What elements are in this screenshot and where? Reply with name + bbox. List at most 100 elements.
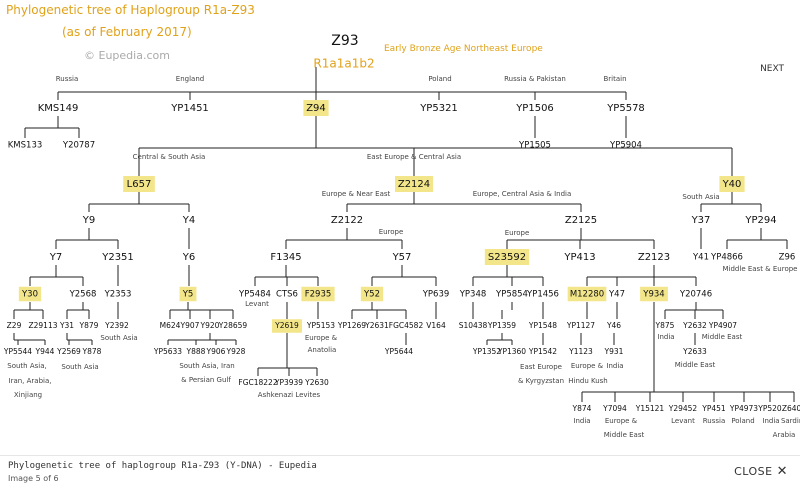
region-label: & Kyrgyzstan	[518, 377, 564, 385]
node-yp1456: YP1456	[526, 290, 559, 300]
region-label: India	[657, 333, 674, 341]
node-yp5854: YP5854	[495, 290, 528, 300]
copyright: © Eupedia.com	[84, 49, 170, 62]
region-label: Britain	[603, 75, 626, 83]
node-y30: Y30	[21, 290, 38, 300]
close-button[interactable]: CLOSE ✕	[734, 464, 788, 479]
node-yp5153: YP5153	[306, 321, 335, 330]
node-yp520: YP520	[757, 404, 782, 413]
root-note: Early Bronze Age Northeast Europe	[384, 44, 543, 54]
image-counter: Image 5 of 6	[8, 474, 59, 483]
node-yp5644: YP5644	[384, 347, 413, 356]
node-yp413: YP413	[563, 252, 595, 263]
node-s23592: S23592	[488, 252, 526, 263]
node-yp1548: YP1548	[528, 321, 557, 330]
node-highlight	[640, 286, 668, 302]
region-label: South Asia	[682, 193, 719, 201]
node-y46: Y46	[606, 321, 621, 330]
image-caption: Phylogenetic tree of haplogroup R1a-Z93 …	[8, 461, 317, 471]
node-y2630: Y2630	[304, 378, 329, 387]
node-y944: Y944	[35, 347, 55, 356]
region-label: Europe &	[571, 362, 604, 370]
node-yp5321: YP5321	[419, 103, 458, 114]
node-yp4973: YP4973	[729, 404, 758, 413]
node-y41: Y41	[692, 253, 709, 263]
region-label: Levant	[671, 417, 695, 425]
region-label: Europe & Near East	[322, 190, 391, 198]
region-label: India	[606, 362, 623, 370]
region-label: Europe	[505, 229, 530, 237]
node-y1123: Y1123	[568, 347, 593, 356]
tree-date: (as of February 2017)	[62, 25, 192, 39]
region-label: South Asia	[61, 363, 98, 371]
node-yp5904: YP5904	[609, 141, 642, 151]
region-label: East Europe & Central Asia	[367, 153, 461, 161]
region-label: Middle East	[702, 333, 743, 341]
node-y934: Y934	[642, 290, 664, 300]
copyright-text: © Eupedia.com	[84, 49, 170, 62]
node-yp1127: YP1127	[566, 321, 595, 330]
region-label: Poland	[428, 75, 451, 83]
node-highlight	[303, 100, 329, 116]
node-z29113: Z29113	[29, 321, 58, 330]
region-label: Middle East & Europe	[723, 265, 798, 273]
node-cts6: CTS6	[276, 290, 298, 300]
region-label: Europe	[379, 228, 404, 236]
node-y2568: Y2568	[69, 290, 97, 300]
node-z29: Z29	[7, 321, 22, 330]
node-y906: Y906	[206, 347, 226, 356]
region-label: Ashkenazi Levites	[258, 391, 321, 399]
node-yp451: YP451	[701, 404, 726, 413]
region-label: Europe, Central Asia & India	[473, 190, 572, 198]
region-label: South Asia, Iran	[179, 362, 234, 370]
node-y888: Y888	[186, 347, 206, 356]
tree-title: Phylogenetic tree of Haplogroup R1a-Z93	[6, 3, 255, 17]
region-label: Xinjiang	[14, 391, 42, 399]
node-y47: Y47	[608, 290, 625, 300]
node-z94: Z94	[306, 103, 326, 114]
node-y2633: Y2633	[682, 347, 707, 356]
node-y5: Y5	[182, 290, 194, 300]
node-y2569: Y2569	[56, 347, 81, 356]
region-label: East Europe	[520, 363, 562, 371]
node-y2353: Y2353	[104, 290, 132, 300]
node-y875: Y875	[655, 321, 675, 330]
node-yp348: YP348	[459, 290, 487, 300]
node-y28659: Y28659	[218, 321, 248, 330]
region-label: Poland	[731, 417, 754, 425]
node-y2631: Y2631	[364, 321, 389, 330]
region-label: & Persian Gulf	[181, 376, 231, 384]
region-label: Europe &	[305, 334, 338, 342]
node-y7: Y7	[49, 252, 62, 263]
phylogenetic-tree: Phylogenetic tree of Haplogroup R1a-Z93 …	[3, 3, 800, 439]
node-highlight	[395, 176, 433, 192]
region-label: Middle East	[675, 361, 716, 369]
node-y20746: Y20746	[679, 290, 712, 300]
node-yp4907: YP4907	[708, 321, 737, 330]
node-m12280: M12280	[570, 290, 604, 300]
node-y37: Y37	[691, 215, 711, 226]
node-yp4866: YP4866	[710, 253, 743, 263]
node-highlight	[179, 286, 197, 302]
next-button[interactable]: NEXT	[760, 64, 784, 74]
region-label: Europe &	[605, 417, 638, 425]
node-z2122: Z2122	[331, 215, 363, 226]
node-y2632: Y2632	[682, 321, 707, 330]
node-y9: Y9	[82, 215, 95, 226]
node-y2392: Y2392	[104, 321, 129, 330]
node-fgc4582: FGC4582	[389, 321, 424, 330]
node-y874: Y874	[572, 404, 592, 413]
node-yp1506: YP1506	[515, 103, 554, 114]
close-label: CLOSE	[734, 465, 773, 478]
node-yp1269: YP1269	[337, 321, 366, 330]
region-label: Russia	[56, 75, 79, 83]
region-label: India	[762, 417, 779, 425]
node-y7094: Y7094	[602, 404, 627, 413]
node-y57: Y57	[392, 252, 412, 263]
node-y928: Y928	[226, 347, 246, 356]
region-label: Iran, Arabia,	[9, 377, 52, 385]
node-highlight	[484, 249, 530, 265]
region-label: Russia & Pakistan	[504, 75, 566, 83]
node-z2125: Z2125	[565, 215, 597, 226]
